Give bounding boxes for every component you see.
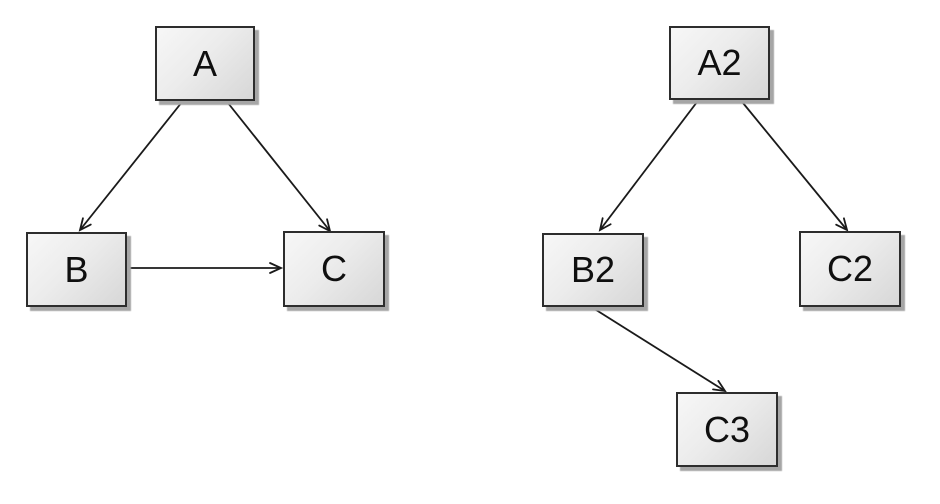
edge-b2-c3 xyxy=(592,307,727,393)
edge-a-c xyxy=(227,102,332,233)
node-a2: A2 xyxy=(669,26,770,100)
node-c: C xyxy=(283,231,385,307)
edge-a2-c2 xyxy=(742,102,849,232)
node-b2: B2 xyxy=(542,233,644,307)
node-c3: C3 xyxy=(676,392,778,467)
edge-a-b xyxy=(78,101,183,232)
edge-a2-b2 xyxy=(598,101,698,232)
node-a: A xyxy=(155,26,255,101)
node-c2: C2 xyxy=(799,231,901,307)
node-b: B xyxy=(26,232,127,307)
